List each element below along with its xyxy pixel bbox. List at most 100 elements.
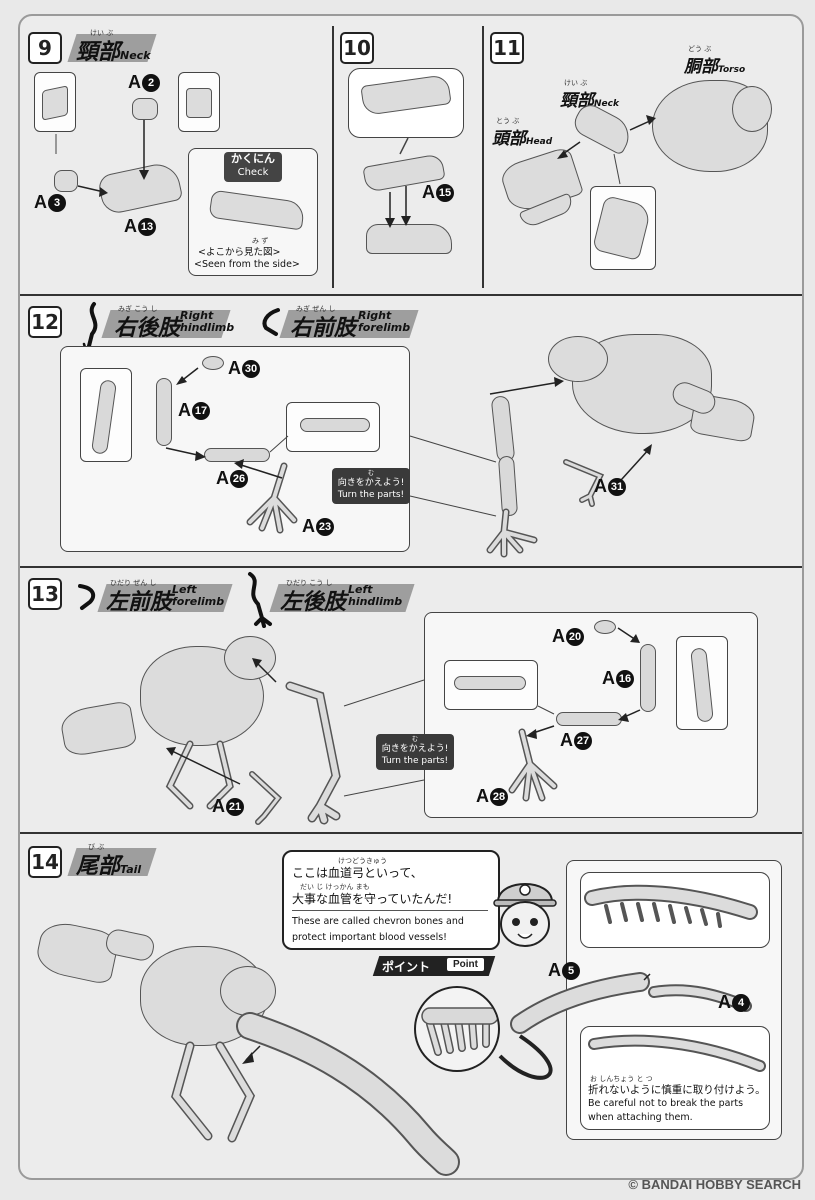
step-title: 左前肢 <box>106 590 173 615</box>
tail-section-closeup <box>510 884 758 1034</box>
right-forelimb <box>563 459 605 507</box>
step-title: 右後肢 <box>114 316 181 341</box>
caution-text-en-2: when attaching them. <box>588 1112 693 1123</box>
ruby: ひだり ぜん し <box>110 579 157 587</box>
tip-text-jp-2: 大事な血管を守っていたんだ! <box>292 892 453 906</box>
check-caption-jp: <よこから見た図> <box>198 247 281 258</box>
ruby: お しんちょう と つ <box>590 1075 653 1083</box>
divider <box>20 294 802 296</box>
step-title: 左後肢 <box>280 590 347 615</box>
tibia-closeup <box>300 418 370 432</box>
ruby: び ぶ <box>88 843 105 851</box>
neck-base <box>366 224 452 254</box>
part-a20 <box>594 620 616 634</box>
hindlimb-icon <box>248 572 272 628</box>
torso-label: 胴部Torso <box>684 57 746 77</box>
magnified-closeup <box>414 986 500 1072</box>
check-caption-en: <Seen from the side> <box>194 259 300 270</box>
check-title-en: Check <box>237 167 269 178</box>
step-title-en: Tail <box>120 863 142 876</box>
forelimb-icon <box>262 308 280 336</box>
assembly-arrows <box>526 627 641 739</box>
ruby: けい ぶ <box>564 79 588 87</box>
ruby: だい じ けっかん まも <box>300 883 370 891</box>
part-closeup <box>34 72 76 132</box>
chevron-bones-icon <box>421 1007 498 1056</box>
check-header: かくにん Check <box>224 152 282 182</box>
ruby: けい ぶ <box>90 29 114 37</box>
step-title: 右前肢 <box>290 316 357 341</box>
tip-text-en-1: These are called chevron bones and <box>292 916 464 927</box>
part-a3 <box>54 170 78 192</box>
divider <box>292 910 488 911</box>
callout-curve <box>498 1034 553 1080</box>
watermark: © BANDAI HOBBY SEARCH <box>628 1177 801 1192</box>
ruby: けつどうきゅう <box>338 857 387 865</box>
part-closeup <box>178 72 220 132</box>
right-foot <box>486 508 538 558</box>
divider <box>482 26 484 288</box>
part-a2 <box>132 98 158 120</box>
part-a30 <box>202 356 224 370</box>
mascot-face-icon <box>493 883 557 947</box>
torso-hip <box>732 86 772 132</box>
divider <box>20 832 802 834</box>
assembly-arrows <box>55 120 149 197</box>
forelimb-icon <box>78 584 96 610</box>
point-label-jp: ポイント <box>382 960 431 974</box>
part-a2-closeup <box>186 88 212 118</box>
tail-assembled <box>588 1034 766 1072</box>
step-number: 9 <box>28 32 62 64</box>
assembly-arrows <box>385 137 411 228</box>
mascot-avatar <box>490 872 560 952</box>
step-title: 頸部Neck <box>76 34 151 66</box>
femur-a17 <box>156 378 172 446</box>
turn-parts-badge: む 向きをかえよう! Turn the parts! <box>332 468 410 504</box>
femur-a16 <box>640 644 656 712</box>
step-number: 10 <box>340 32 374 64</box>
ruby: み ず <box>252 237 269 245</box>
ruby: とう ぶ <box>496 117 520 125</box>
ruby: みぎ ぜん し <box>296 305 336 313</box>
assembly-arrows <box>557 115 656 185</box>
step-title-en: Neck <box>120 49 151 62</box>
ruby: みぎ こう し <box>118 305 158 313</box>
step-number: 13 <box>28 578 62 610</box>
step-title-jp: 尾部 <box>76 854 121 879</box>
step-number: 12 <box>28 306 62 338</box>
step-number: 11 <box>490 32 524 64</box>
step-title: 尾部Tail <box>76 848 141 880</box>
foot-a23 <box>246 462 298 534</box>
turn-parts-badge: む 向きをかえよう! Turn the parts! <box>376 734 454 770</box>
pelvis <box>548 336 608 382</box>
skeleton-legs-tail <box>171 1012 460 1176</box>
divider <box>332 26 334 288</box>
step-number: 14 <box>28 846 62 878</box>
tibia-a26 <box>204 448 270 462</box>
caution-text-en-1: Be careful not to break the parts <box>588 1098 744 1109</box>
foot-a28 <box>508 728 558 802</box>
step-title-jp: 頸部 <box>76 40 121 65</box>
head-label: 頭部Head <box>492 129 553 149</box>
